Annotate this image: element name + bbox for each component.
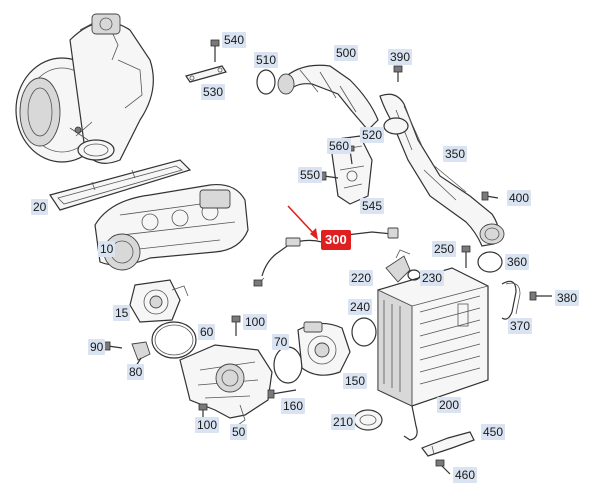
part-label-500[interactable]: 500 xyxy=(334,45,359,61)
intercooler-200-drawing xyxy=(377,267,489,407)
part-label-530[interactable]: 530 xyxy=(201,84,226,100)
bolt-380-drawing xyxy=(529,291,552,301)
part-label-400[interactable]: 400 xyxy=(507,190,532,206)
seal-ring-510-drawing xyxy=(256,69,276,95)
part-label-360[interactable]: 360 xyxy=(505,254,530,270)
outlet-pipe-drawing xyxy=(403,405,418,441)
bracket-220-drawing xyxy=(385,249,411,283)
part-label-390[interactable]: 390 xyxy=(388,49,413,65)
part-label-50[interactable]: 50 xyxy=(230,424,248,440)
bolt-160-drawing xyxy=(267,389,297,399)
part-label-100-upper[interactable]: 100 xyxy=(243,314,268,330)
part-label-100-lower[interactable]: 100 xyxy=(195,417,220,433)
strap-530-drawing xyxy=(185,65,227,83)
part-label-90[interactable]: 90 xyxy=(88,339,106,355)
bolt-540-drawing xyxy=(210,39,220,62)
sensor-80-drawing xyxy=(131,341,151,367)
bolt-390-drawing xyxy=(393,65,403,82)
part-label-560[interactable]: 560 xyxy=(327,138,352,154)
part-label-300-highlighted[interactable]: 300 xyxy=(321,230,351,250)
part-label-545[interactable]: 545 xyxy=(360,198,385,214)
part-label-210[interactable]: 210 xyxy=(331,414,356,430)
part-label-80[interactable]: 80 xyxy=(127,364,145,380)
part-label-15[interactable]: 15 xyxy=(113,305,131,321)
bolt-400-drawing xyxy=(481,191,499,201)
throttle-body-15-drawing xyxy=(129,279,189,323)
part-label-540[interactable]: 540 xyxy=(222,32,247,48)
part-label-230[interactable]: 230 xyxy=(420,270,445,286)
seal-ring-360-drawing xyxy=(477,251,503,273)
intake-manifold-10-drawing xyxy=(94,183,249,271)
seal-ring-240-drawing xyxy=(351,317,377,347)
part-label-200[interactable]: 200 xyxy=(437,397,462,413)
arrow-300-drawing xyxy=(287,205,318,240)
bolt-460-drawing xyxy=(435,459,451,475)
part-label-160[interactable]: 160 xyxy=(281,398,306,414)
ring-230-drawing xyxy=(407,269,421,281)
bolt-90-drawing xyxy=(103,341,123,351)
turbocharger-drawing xyxy=(15,13,154,164)
hose-450-drawing xyxy=(421,431,475,457)
part-label-350[interactable]: 350 xyxy=(443,146,468,162)
clamp-210-drawing xyxy=(353,409,383,431)
valve-150-drawing xyxy=(297,321,351,376)
bolt-100-upper-drawing xyxy=(231,315,241,336)
part-label-510[interactable]: 510 xyxy=(254,52,279,68)
part-label-250[interactable]: 250 xyxy=(432,241,457,257)
part-label-460[interactable]: 460 xyxy=(453,467,478,483)
part-label-220[interactable]: 220 xyxy=(349,270,374,286)
housing-50-drawing xyxy=(179,344,273,426)
part-label-60[interactable]: 60 xyxy=(198,324,216,340)
part-label-520[interactable]: 520 xyxy=(360,127,385,143)
charge-pipe-500-drawing xyxy=(277,64,379,131)
part-label-380[interactable]: 380 xyxy=(555,290,580,306)
seal-ring-60-drawing xyxy=(151,321,197,359)
part-label-240[interactable]: 240 xyxy=(348,299,373,315)
seal-ring-70-drawing xyxy=(273,346,303,384)
part-label-370[interactable]: 370 xyxy=(508,318,533,334)
pipe-300-drawing xyxy=(253,227,399,287)
part-label-450[interactable]: 450 xyxy=(481,424,506,440)
gasket-20-drawing xyxy=(49,159,192,211)
part-label-550[interactable]: 550 xyxy=(298,167,323,183)
part-label-70[interactable]: 70 xyxy=(272,334,290,350)
part-label-150[interactable]: 150 xyxy=(343,373,368,389)
hose-370-drawing xyxy=(501,280,517,320)
part-label-20[interactable]: 20 xyxy=(31,199,49,215)
pipe-350-drawing xyxy=(379,93,505,247)
bolt-250-drawing xyxy=(461,245,471,268)
part-label-10[interactable]: 10 xyxy=(98,241,116,257)
